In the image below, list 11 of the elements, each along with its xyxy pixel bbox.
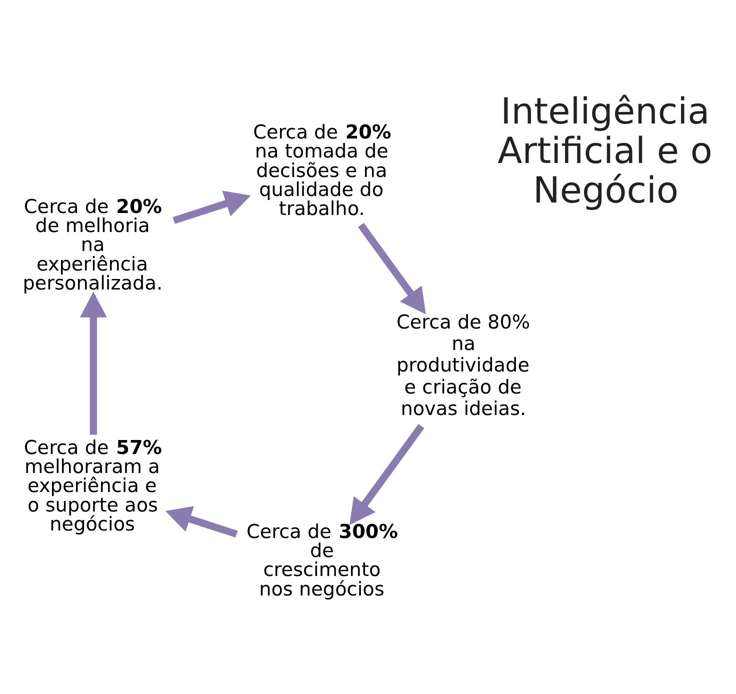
arrow	[358, 222, 426, 314]
arrow	[172, 190, 251, 224]
node-text: Cerca de 57% melhoraram a experiência e o suporte aos negócios	[24, 435, 162, 536]
node-text: Cerca de 300% de crescimento nos negócios	[246, 519, 398, 600]
node-text: Cerca de 20% de melhoria na experiência personalizada.	[22, 194, 163, 294]
arrow	[350, 424, 424, 524]
node-text: Cerca de 20% na tomada de decisões e na qualidade do trabalho.	[253, 120, 392, 220]
arrow	[165, 506, 238, 538]
label: Inteligência Artificial e o Negócio	[498, 90, 712, 211]
node-text: Cerca de 80% na produtividade e criação de novas ideias.	[396, 310, 530, 420]
arrow	[80, 291, 107, 434]
